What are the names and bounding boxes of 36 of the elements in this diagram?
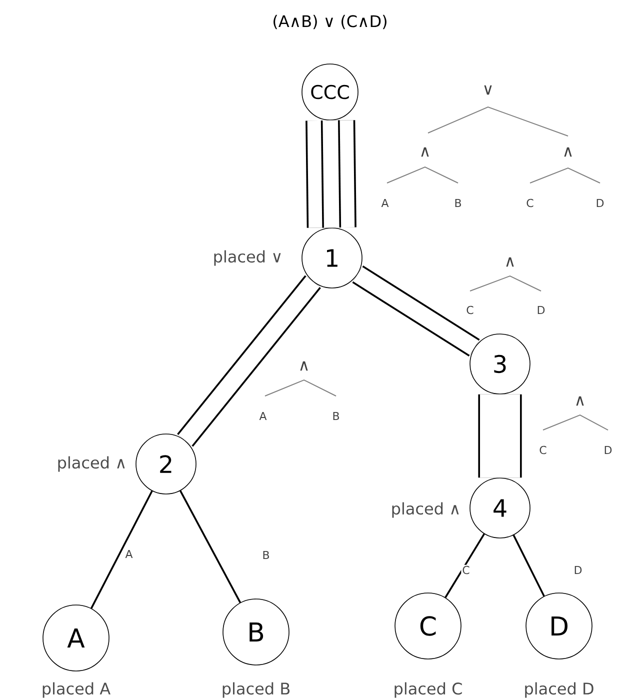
connector-line: [512, 534, 545, 597]
connector-line: [90, 490, 153, 609]
connector-line: [444, 533, 485, 598]
node-caption: placed D: [525, 682, 594, 698]
edge-label: C: [461, 564, 471, 576]
connector-line: [180, 490, 242, 603]
leaf-label: B: [455, 199, 461, 207]
leaf-label: D: [604, 446, 612, 454]
leaf-label: B: [333, 412, 339, 420]
leaf-label: D: [596, 199, 604, 207]
leaf-label: A: [381, 199, 389, 207]
operator-symbol: ∧: [300, 361, 308, 371]
title: (A∧B) ∨ (C∧D): [274, 14, 386, 30]
edge-label: B: [261, 550, 271, 560]
operator-symbol: ∧: [564, 147, 572, 157]
node-caption: placed ∧: [58, 456, 125, 472]
operator-symbol: ∧: [421, 147, 429, 157]
node-caption: placed A: [42, 682, 110, 698]
pipe-connector: [478, 394, 522, 478]
node-caption: placed B: [222, 682, 290, 698]
leaf-label: C: [466, 306, 474, 314]
node-caption: placed C: [394, 682, 462, 698]
leaf-label: C: [540, 446, 546, 454]
leaf-label: A: [259, 412, 267, 420]
pipe-connector: [306, 120, 356, 228]
leaf-label: D: [538, 306, 545, 314]
operator-symbol: ∨: [484, 85, 492, 95]
pipe-connector: [177, 275, 321, 447]
edge-label: D: [572, 565, 584, 576]
pipe-connector: [352, 266, 480, 356]
edge-label: A: [124, 549, 134, 560]
operator-symbol: ∧: [506, 257, 514, 267]
node-caption: placed ∧: [392, 502, 459, 518]
operator-symbol: ∧: [576, 396, 584, 406]
leaf-label: C: [526, 198, 534, 208]
node-caption: placed ∨: [214, 250, 281, 266]
